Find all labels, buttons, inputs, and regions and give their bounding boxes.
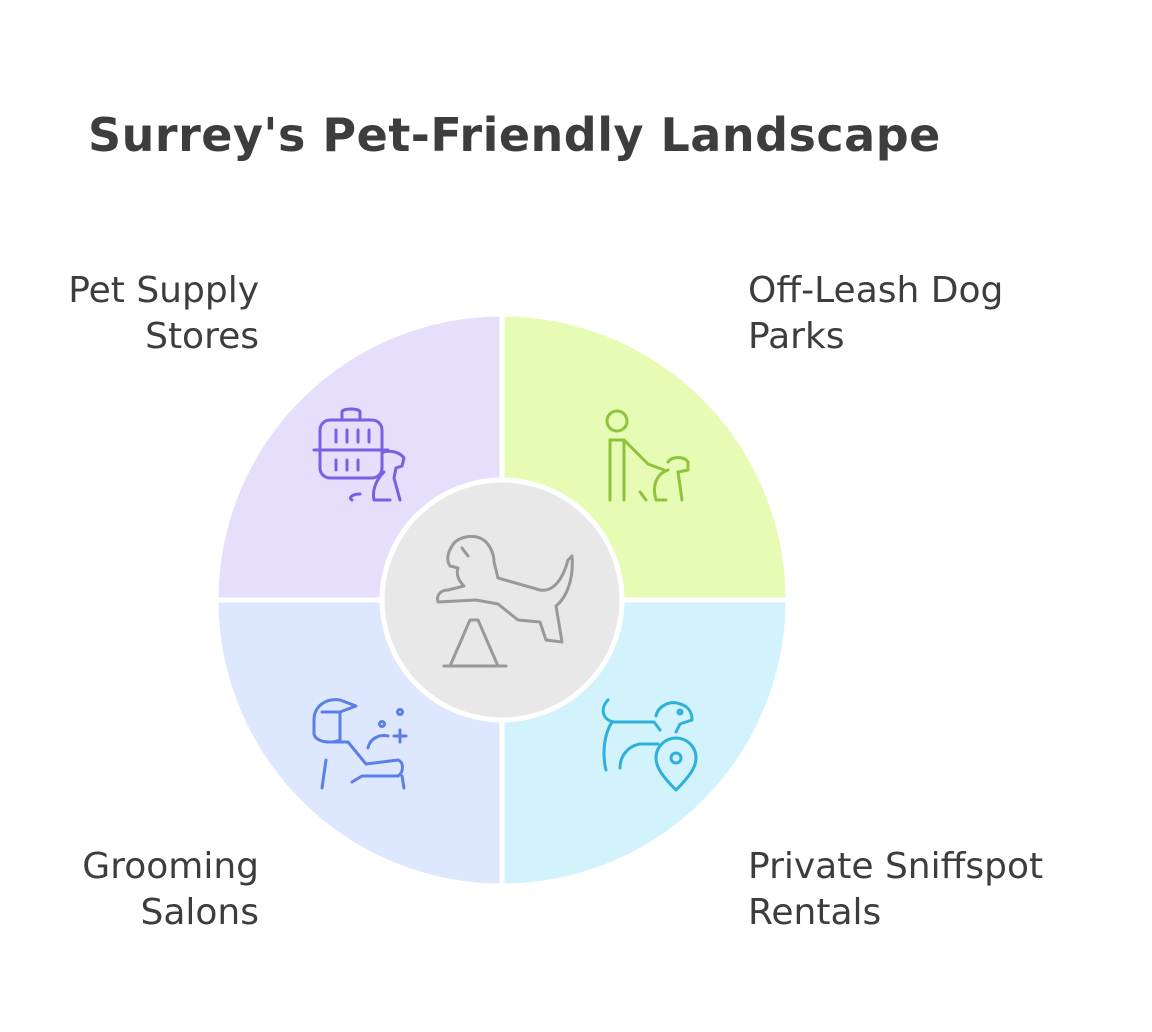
center-circle (379, 477, 625, 723)
person-walking-dog-icon (605, 409, 690, 502)
label-grooming-salons: Grooming Salons (82, 844, 259, 936)
label-private-sniffspot-rentals: Private Sniffspot Rentals (748, 844, 1043, 936)
dog-location-pin-icon (601, 698, 698, 792)
label-line: Parks (748, 316, 845, 357)
label-off-leash-dog-parks: Off-Leash Dog Parks (748, 268, 1003, 360)
label-line: Off-Leash Dog (748, 270, 1004, 311)
label-pet-supply-stores: Pet Supply Stores (68, 268, 259, 360)
page-title: Surrey's Pet-Friendly Landscape (88, 108, 941, 162)
dog-agility-seesaw-icon (436, 534, 574, 668)
label-line: Grooming (82, 846, 259, 887)
label-line: Rentals (748, 892, 882, 933)
label-line: Stores (145, 316, 259, 357)
groomer-icon (312, 698, 408, 790)
pet-carrier-icon (312, 407, 406, 502)
label-line: Private Sniffspot (748, 846, 1044, 887)
label-line: Pet Supply (68, 270, 259, 311)
label-line: Salons (140, 892, 259, 933)
